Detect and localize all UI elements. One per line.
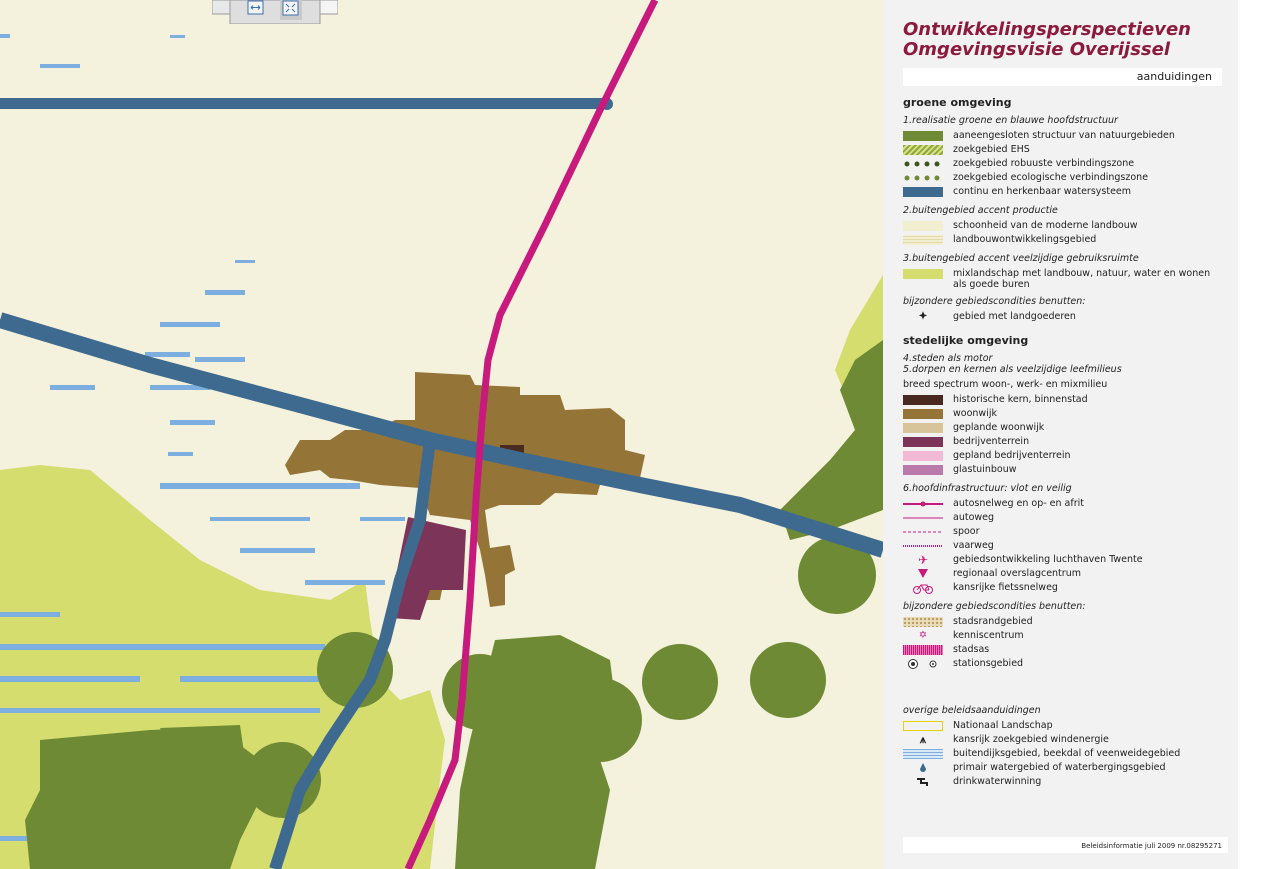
water-river-main [0, 312, 883, 558]
historisch-swatch [903, 395, 943, 405]
legend-title-line1: Ontwikkelingsperspectieven [903, 19, 1191, 40]
resize-horizontal-icon [247, 0, 264, 15]
legend-item-nationaal-landschap: Nationaal Landschap [903, 720, 1222, 733]
legend-item-landgoederen: 🟆 gebied met landgoederen [903, 311, 1222, 324]
legend-item-zoekgebied-ehs: zoekgebied EHS [903, 144, 1222, 157]
groene-omgeving-header: groene omgeving [903, 96, 1012, 109]
dots-dark-swatch [903, 159, 943, 169]
legend-item-natuurgebieden: aaneengesloten structuur van natuurgebie… [903, 130, 1222, 143]
tab-aanduidingen[interactable]: aanduidingen [903, 68, 1222, 86]
legend-item-moderne-landbouw: schoonheid van de moderne landbouw [903, 220, 1222, 233]
legend-item-autoweg: autoweg [903, 512, 1222, 525]
legend-item-stadsas: stadsas [903, 644, 1222, 657]
legend-item-primair-watergebied: primair watergebied of waterbergingsgebi… [903, 762, 1222, 775]
legend-item-ecologische-zone: zoekgebied ecologische verbindingszone [903, 172, 1222, 185]
resize-horizontal-button[interactable] [246, 0, 266, 16]
glastuinbouw-swatch [903, 465, 943, 475]
bedrijven-swatch [903, 437, 943, 447]
legend-item-watersysteem: continu en herkenbaar watersysteem [903, 186, 1222, 199]
geplande-woonwijk-swatch [903, 423, 943, 433]
legend-item-overslagcentrum: regionaal overslagcentrum [903, 568, 1222, 581]
section4-title: 4.steden als motor [903, 353, 993, 364]
legend-item-glastuinbouw: glastuinbouw [903, 464, 1222, 477]
stadsas-swatch [903, 645, 943, 655]
water-river-south [269, 439, 436, 869]
landbouw-swatch [903, 221, 943, 231]
legend-item-buitendijksgebied: buitendijksgebied, beekdal of veenweideg… [903, 748, 1222, 761]
legend-item-fietssnelweg: kansrijke fietssnelweg [903, 582, 1222, 595]
legend-item-stadsrandgebied: stadsrandgebied [903, 616, 1222, 629]
stedelijke-omgeving-header: stedelijke omgeving [903, 334, 1029, 347]
autosnelweg [404, 0, 659, 869]
water-channel-top [0, 98, 610, 109]
legend-item-bedrijventerrein: bedrijventerrein [903, 436, 1222, 449]
gepland-bedrijven-swatch [903, 451, 943, 461]
legend-item-gepland-bedrijventerrein: gepland bedrijventerrein [903, 450, 1222, 463]
vaarweg-swatch [903, 541, 943, 551]
legend-item-autosnelweg: autosnelweg en op- en afrit [903, 498, 1222, 511]
map-toolbar [211, 0, 339, 25]
woonwijk-swatch [903, 409, 943, 419]
mix-swatch [903, 269, 943, 279]
legend-item-vaarweg: vaarweg [903, 540, 1222, 553]
faucet-icon [903, 777, 943, 787]
water-swatch [903, 187, 943, 197]
bijzondere1-title: bijzondere gebiedscondities benutten: [903, 296, 1086, 307]
triangle-down-icon [903, 569, 943, 579]
legend-item-geplande-woonwijk: geplande woonwijk [903, 422, 1222, 435]
legend-item-luchthaven: ✈ gebiedsontwikkeling luchthaven Twente [903, 554, 1222, 567]
section1-title: 1.realisatie groene en blauwe hoofdstruc… [903, 115, 1118, 126]
map-canvas[interactable] [0, 0, 883, 869]
legend-item-woonwijk: woonwijk [903, 408, 1222, 421]
legend-item-drinkwaterwinning: drinkwaterwinning [903, 776, 1222, 789]
stadsrand-swatch [903, 617, 943, 627]
legend-panel: Ontwikkelingsperspectieven Omgevingsvisi… [883, 0, 1238, 869]
landgoed-icon: 🟆 [919, 311, 927, 322]
section3-title: 3.buitengebied accent veelzijdige gebrui… [903, 253, 1139, 264]
landbouw-striped-swatch [903, 235, 943, 245]
nature-swatch [903, 131, 943, 141]
spoor-swatch [903, 527, 943, 537]
legend-title-line2: Omgevingsvisie Overijssel [903, 39, 1170, 60]
buitendijks-swatch [903, 749, 943, 759]
dots-green-swatch [903, 173, 943, 183]
section5-title: 5.dorpen en kernen als veelzijdige leefm… [903, 364, 1122, 375]
star-icon: ✡ [918, 630, 928, 641]
legend-footer: Beleidsinformatie juli 2009 nr.08295271 [903, 837, 1228, 853]
legend-item-robuuste-zone: zoekgebied robuuste verbindingszone [903, 158, 1222, 171]
legend-item-stationsgebied: stationsgebied [903, 658, 1222, 671]
airplane-icon: ✈ [917, 553, 929, 567]
hatch-swatch [903, 145, 943, 155]
nationaal-landschap-swatch [903, 721, 943, 731]
legend-item-kenniscentrum: ✡ kenniscentrum [903, 630, 1222, 643]
legend-item-windenergie: ⩚ kansrijk zoekgebied windenergie [903, 734, 1222, 747]
autoweg-swatch [903, 513, 943, 523]
fit-to-screen-button[interactable] [280, 0, 302, 20]
station-icon [903, 659, 943, 669]
section2-title: 2.buitengebied accent productie [903, 205, 1058, 216]
fit-to-screen-icon [282, 0, 299, 16]
legend-item-landbouwontwikkeling: landbouwontwikkelingsgebied [903, 234, 1222, 247]
legend-item-spoor: spoor [903, 526, 1222, 539]
spectrum-title: breed spectrum woon-, werk- en mixmilieu [903, 379, 1108, 390]
wind-turbine-icon: ⩚ [919, 733, 927, 746]
overige-title: overige beleidsaanduidingen [903, 705, 1041, 716]
water-drop-icon [903, 763, 943, 773]
bicycle-icon [903, 583, 943, 594]
section6-title: 6.hoofdinfrastructuur: vlot en veilig [903, 483, 1072, 494]
bijzondere2-title: bijzondere gebiedscondities benutten: [903, 601, 1086, 612]
map-svg[interactable] [0, 0, 883, 869]
legend-item-historische-kern: historische kern, binnenstad [903, 394, 1222, 407]
legend-item-mixlandschap: mixlandschap met landbouw, natuur, water… [903, 268, 1222, 290]
autosnelweg-swatch [903, 499, 943, 509]
